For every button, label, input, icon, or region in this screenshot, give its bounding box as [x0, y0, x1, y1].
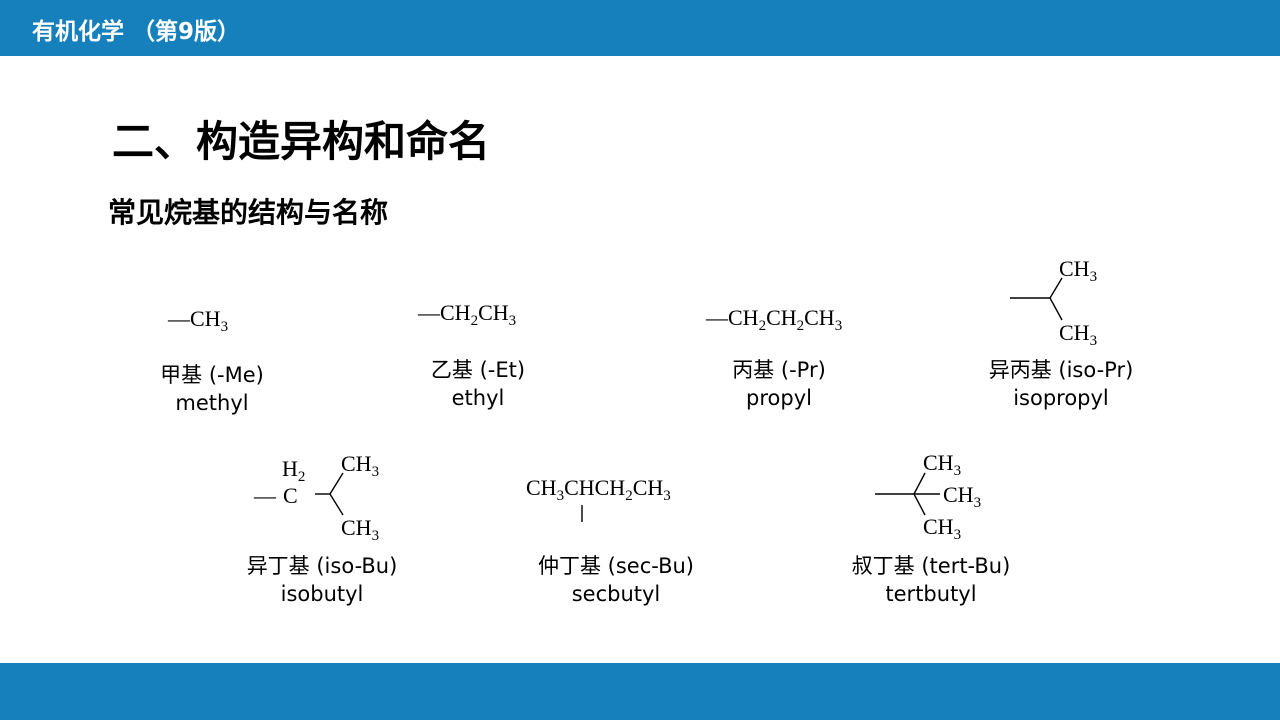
- tertbutyl-ch3-top: CH3: [923, 450, 962, 479]
- isopropyl-label: 异丙基 (iso-Pr) isopropyl: [966, 356, 1156, 412]
- ethyl-label: 乙基 (-Et) ethyl: [378, 356, 578, 412]
- secbutyl-en: secbutyl: [571, 582, 661, 606]
- isobutyl-h2: H2: [282, 456, 306, 485]
- header-bar: 有机化学 （第9版）: [0, 0, 1280, 56]
- isobutyl-c: C: [283, 483, 298, 508]
- tertbutyl-cn: 叔丁基 (tert-Bu): [851, 554, 1011, 578]
- tertbutyl-label: 叔丁基 (tert-Bu) tertbutyl: [831, 552, 1031, 608]
- isobutyl-en: isobutyl: [280, 582, 364, 606]
- ethyl-formula: —CH2CH3: [418, 300, 517, 329]
- isobutyl-ch3-bottom: CH3: [341, 515, 380, 544]
- secbutyl-cn: 仲丁基 (sec-Bu): [537, 554, 694, 578]
- isopropyl-ch3-bottom: CH3: [1059, 320, 1098, 349]
- isobutyl-label: 异丁基 (iso-Bu) isobutyl: [222, 552, 422, 608]
- isopropyl-ch3-top: CH3: [1059, 256, 1098, 285]
- methyl-cn: 甲基 (-Me): [160, 363, 264, 387]
- isobutyl-dash: —: [254, 483, 276, 508]
- propyl-formula: —CH2CH2CH3: [706, 305, 843, 334]
- methyl-formula: —CH3: [168, 306, 229, 335]
- tertbutyl-ch3-bottom: CH3: [923, 514, 962, 543]
- slide-subheading: 常见烷基的结构与名称: [108, 196, 389, 229]
- isopropyl-bond-down: [1049, 297, 1063, 321]
- header-title: 有机化学 （第9版）: [32, 19, 241, 45]
- propyl-en: propyl: [746, 386, 812, 410]
- methyl-en: methyl: [175, 391, 249, 415]
- slide-heading: 二、构造异构和命名: [112, 117, 491, 166]
- secbutyl-label: 仲丁基 (sec-Bu) secbutyl: [516, 552, 716, 608]
- tertbutyl-bond-up: [913, 472, 926, 495]
- secbutyl-formula: CH3CHCH2CH3: [526, 475, 671, 504]
- isopropyl-en: isopropyl: [1013, 386, 1109, 410]
- ethyl-en: ethyl: [451, 386, 505, 410]
- propyl-cn: 丙基 (-Pr): [732, 358, 826, 382]
- isopropyl-bond-up: [1049, 277, 1063, 299]
- isobutyl-bond-down: [329, 493, 344, 516]
- ethyl-cn: 乙基 (-Et): [430, 358, 526, 382]
- tertbutyl-en: tertbutyl: [885, 582, 977, 606]
- methyl-label: 甲基 (-Me) methyl: [112, 361, 312, 417]
- tertbutyl-bond-down: [913, 493, 926, 516]
- tertbutyl-ch3-right: CH3: [943, 482, 982, 511]
- isobutyl-cn: 异丁基 (iso-Bu): [246, 554, 398, 578]
- footer-bar: [0, 663, 1280, 720]
- isobutyl-ch3-top: CH3: [341, 451, 380, 480]
- isopropyl-cn: 异丙基 (iso-Pr): [988, 358, 1134, 382]
- isobutyl-bond-up: [329, 472, 344, 495]
- propyl-label: 丙基 (-Pr) propyl: [679, 356, 879, 412]
